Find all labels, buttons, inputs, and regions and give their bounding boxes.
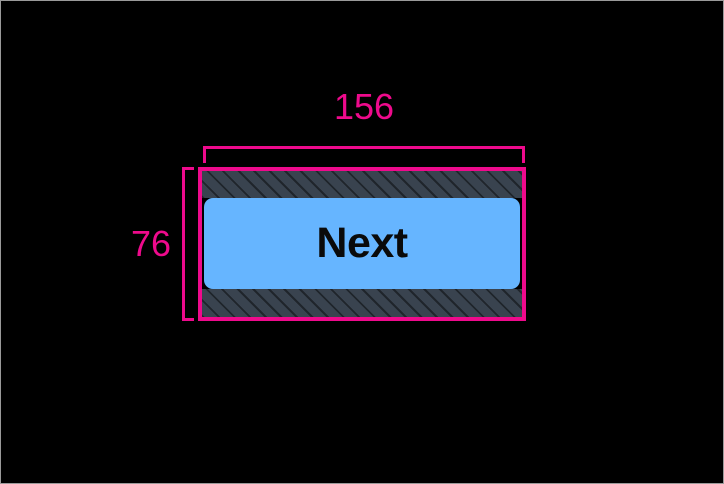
padding-band-bottom — [202, 289, 522, 317]
height-dimension-bracket — [182, 167, 194, 321]
next-button-label: Next — [316, 219, 408, 267]
height-measurement-label: 76 — [130, 223, 171, 264]
element-bounds-overlay: Next — [198, 167, 526, 321]
padding-band-top — [202, 171, 522, 198]
width-measurement-label: 156 — [333, 86, 395, 127]
next-button[interactable]: Next — [204, 198, 520, 289]
width-dimension-bracket — [203, 146, 525, 163]
